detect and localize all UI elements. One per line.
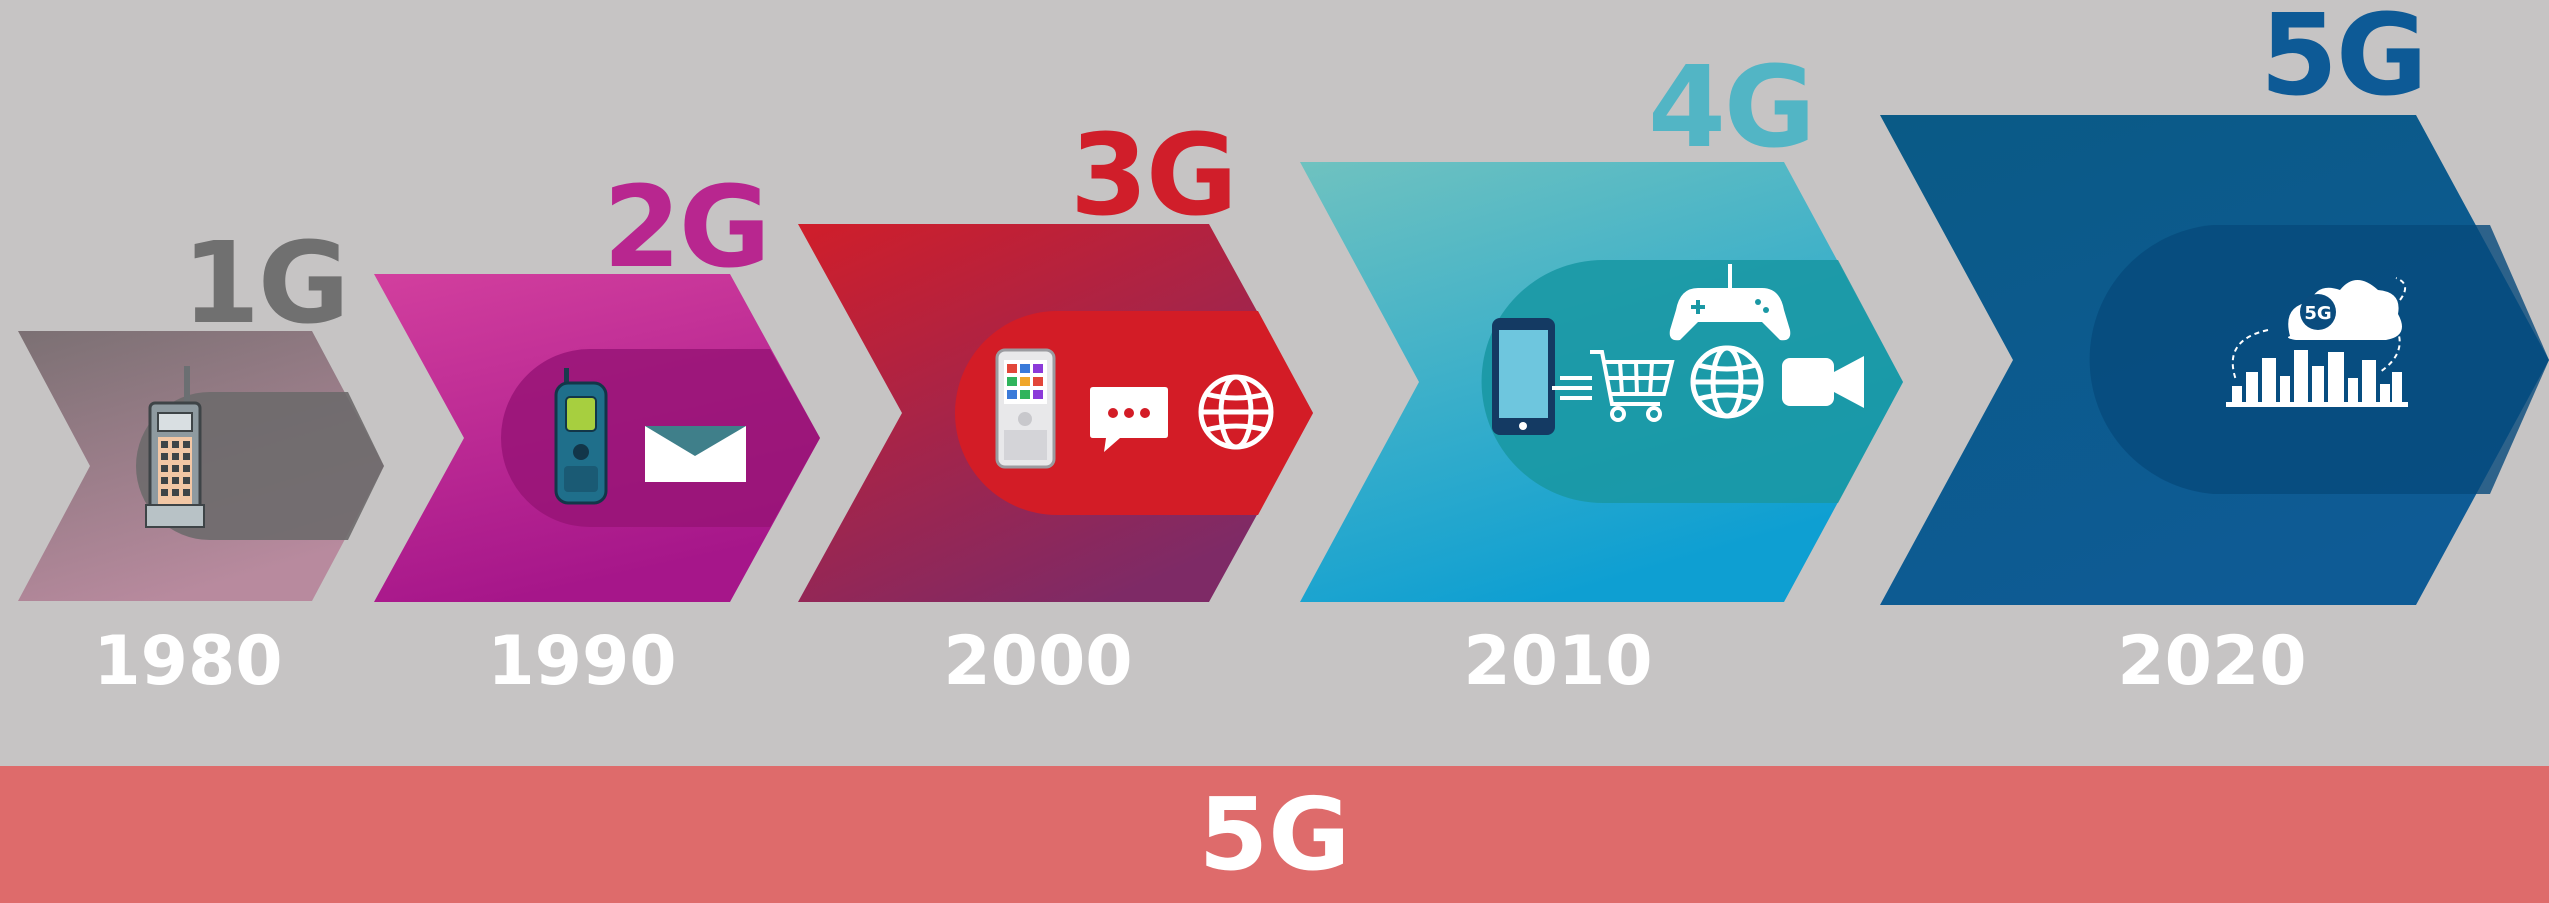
footer-title: 5G <box>1198 775 1351 893</box>
brick-phone-icon <box>145 366 205 528</box>
city-skyline-icon <box>2226 350 2408 407</box>
year-label-1980: 1980 <box>93 622 283 701</box>
cloud-5g-icon: 5G <box>2231 277 2407 381</box>
feature-phone-icon <box>995 348 1056 469</box>
gen-label-3g: 3G <box>1070 111 1238 241</box>
footer-band: 5G <box>0 766 2549 903</box>
flip-phone-icon <box>554 368 608 505</box>
gen-label-4g: 4G <box>1648 43 1816 173</box>
year-label-2020: 2020 <box>2117 622 2307 701</box>
globe-icon <box>1198 374 1274 450</box>
chevron-5g <box>1880 115 2549 605</box>
smartphone-icon <box>1492 318 1555 435</box>
envelope-icon <box>645 426 746 482</box>
shopping-cart-icon <box>1552 350 1675 422</box>
year-label-1990: 1990 <box>487 622 677 701</box>
gen-label-2g: 2G <box>603 163 771 293</box>
globe-icon <box>1690 345 1764 419</box>
gen-label-1g: 1G <box>182 219 350 349</box>
video-camera-icon <box>1782 356 1864 408</box>
cloud-5g-label: 5G <box>2304 303 2331 324</box>
gen-label-5g: 5G <box>2260 0 2428 121</box>
year-label-2010: 2010 <box>1463 622 1653 701</box>
gamepad-icon <box>1669 264 1791 341</box>
chat-bubble-icon <box>1090 387 1168 452</box>
year-label-2000: 2000 <box>943 622 1133 701</box>
